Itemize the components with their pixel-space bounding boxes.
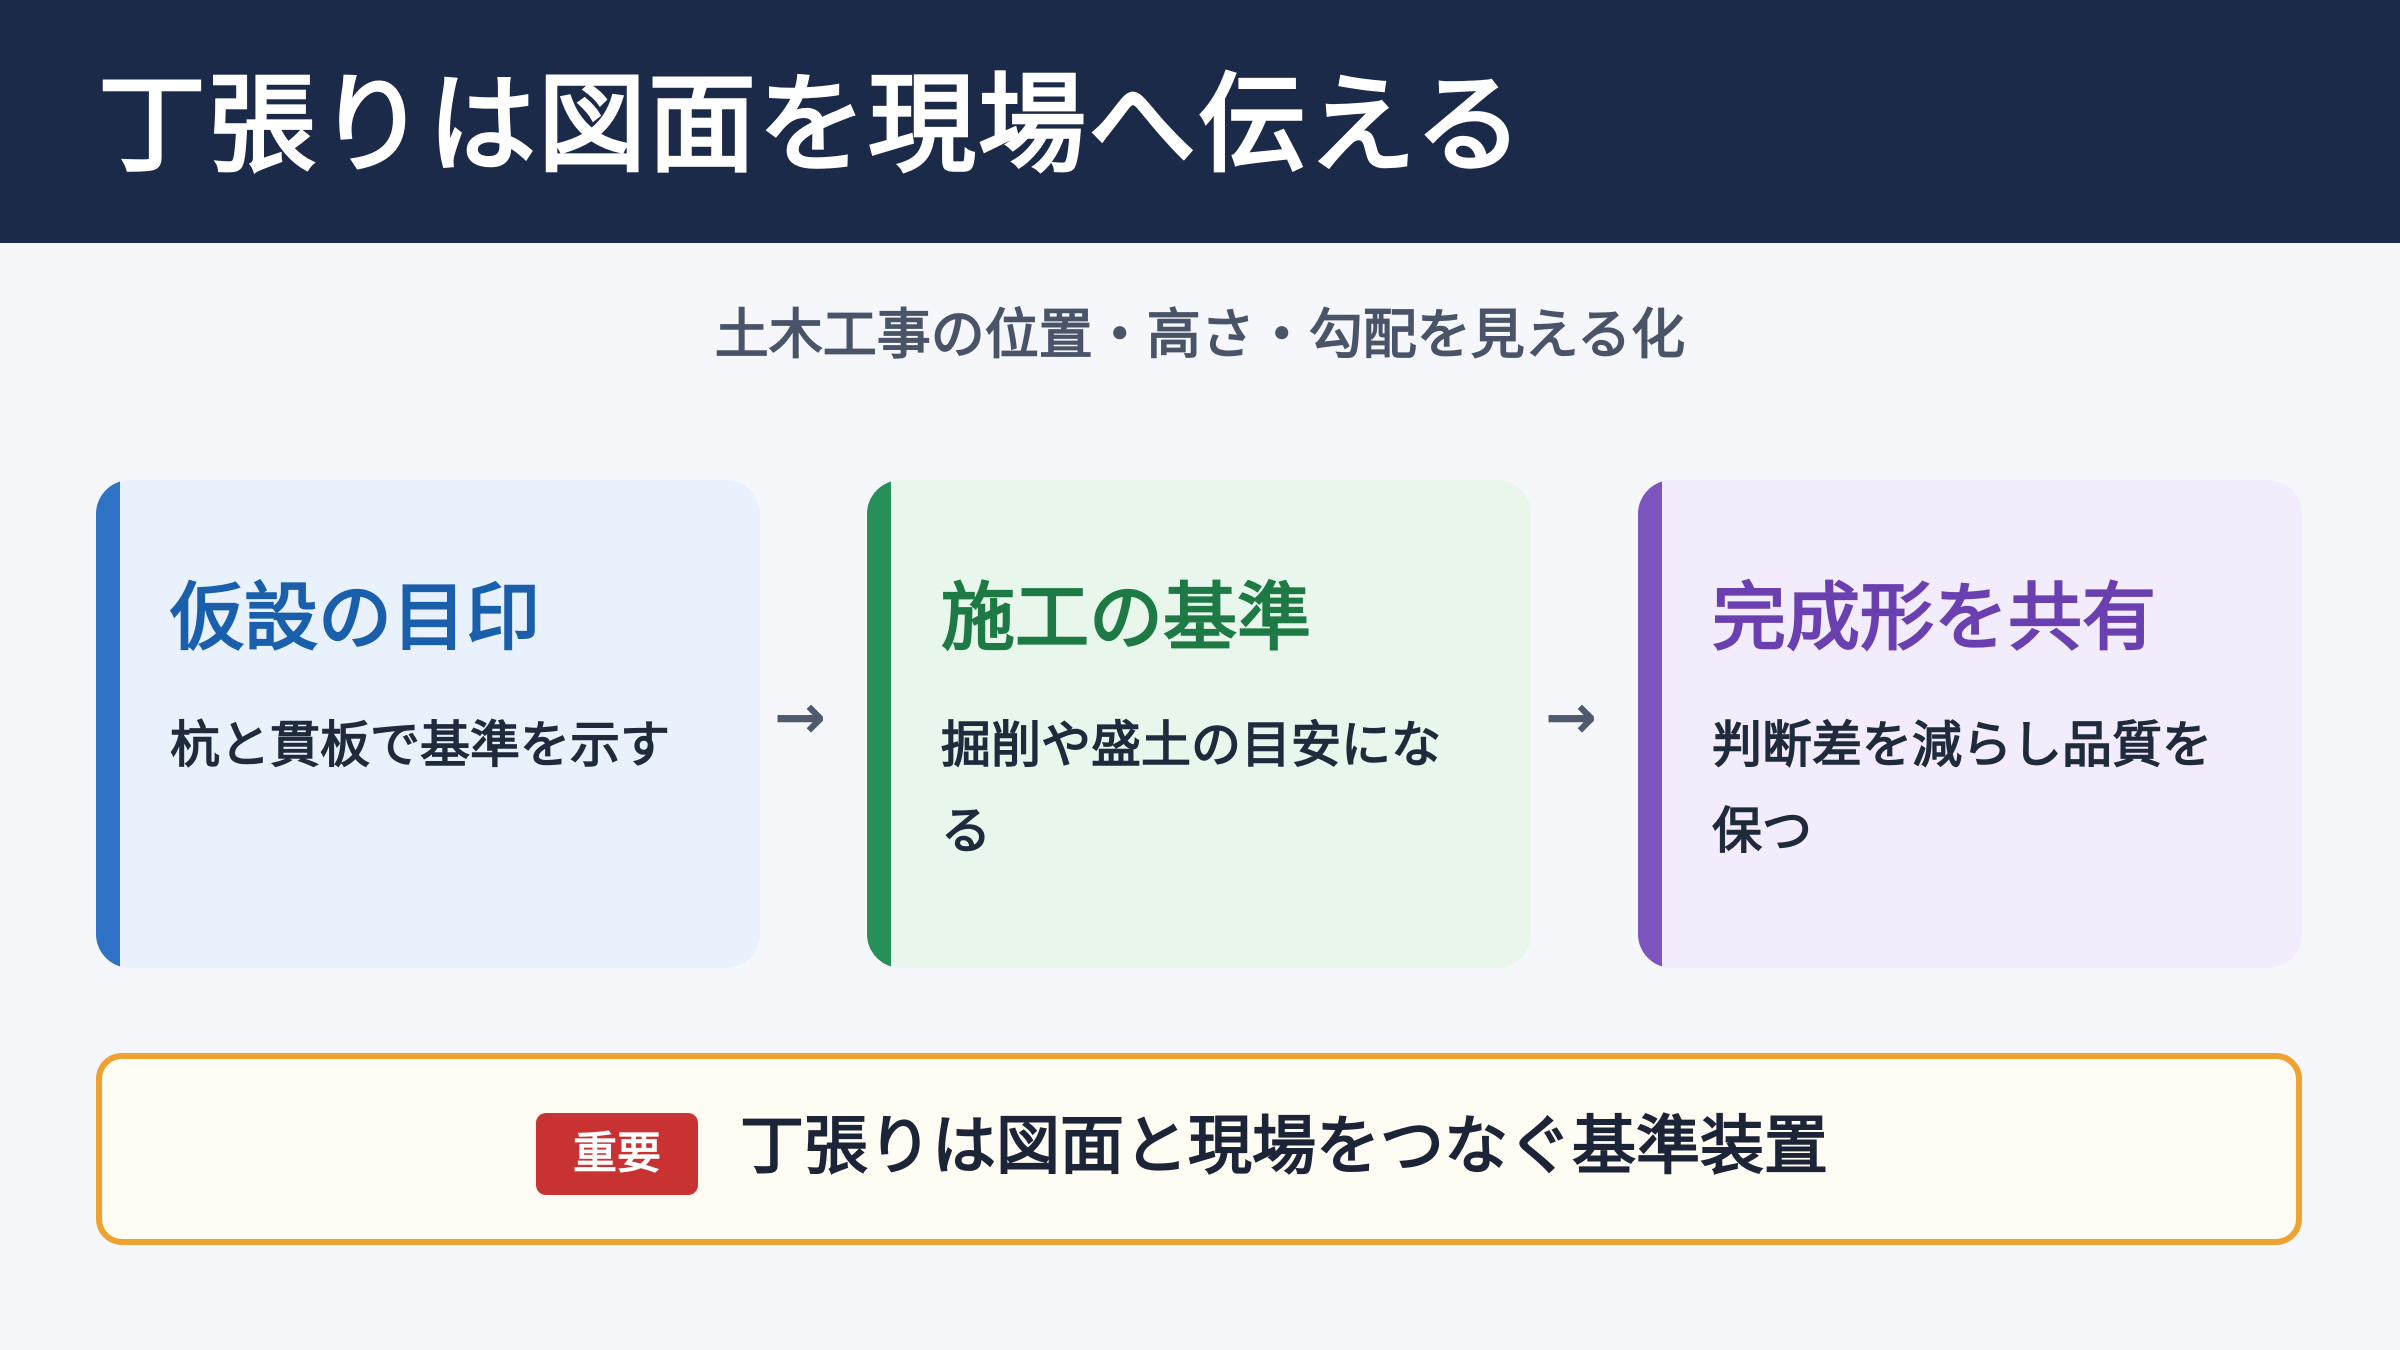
important-badge: 重要 <box>536 1113 698 1195</box>
card-shared-finished-form: 完成形を共有 判断差を減らし品質を保つ <box>1638 480 2302 968</box>
key-point-callout: 重要 丁張りは図面と現場をつなぐ基準装置 <box>96 1053 2302 1245</box>
header-banner: 丁張りは図面を現場へ伝える <box>0 0 2400 243</box>
card-heading: 完成形を共有 <box>1712 575 2156 661</box>
subtitle: 土木工事の位置・高さ・勾配を見える化 <box>714 303 1686 366</box>
card-heading: 施工の基準 <box>941 575 1311 661</box>
card-accent-bar <box>1638 480 1662 968</box>
card-body: 杭と貫板で基準を示す <box>170 716 670 774</box>
card-accent-bar <box>867 480 891 968</box>
arrow-right-icon: → <box>774 680 826 753</box>
card-temporary-marker: 仮設の目印 杭と貫板で基準を示す <box>96 480 760 968</box>
card-body: 判断差を減らし品質を保つ <box>1712 716 2212 860</box>
card-construction-reference: 施工の基準 掘削や盛土の目安になる <box>867 480 1531 968</box>
page-title: 丁張りは図面を現場へ伝える <box>98 63 1525 188</box>
callout-text: 丁張りは図面と現場をつなぐ基準装置 <box>740 1110 1828 1184</box>
card-accent-bar <box>96 480 120 968</box>
card-heading: 仮設の目印 <box>170 575 540 661</box>
card-body: 掘削や盛土の目安になる <box>941 716 1441 860</box>
arrow-right-icon: → <box>1545 680 1597 753</box>
